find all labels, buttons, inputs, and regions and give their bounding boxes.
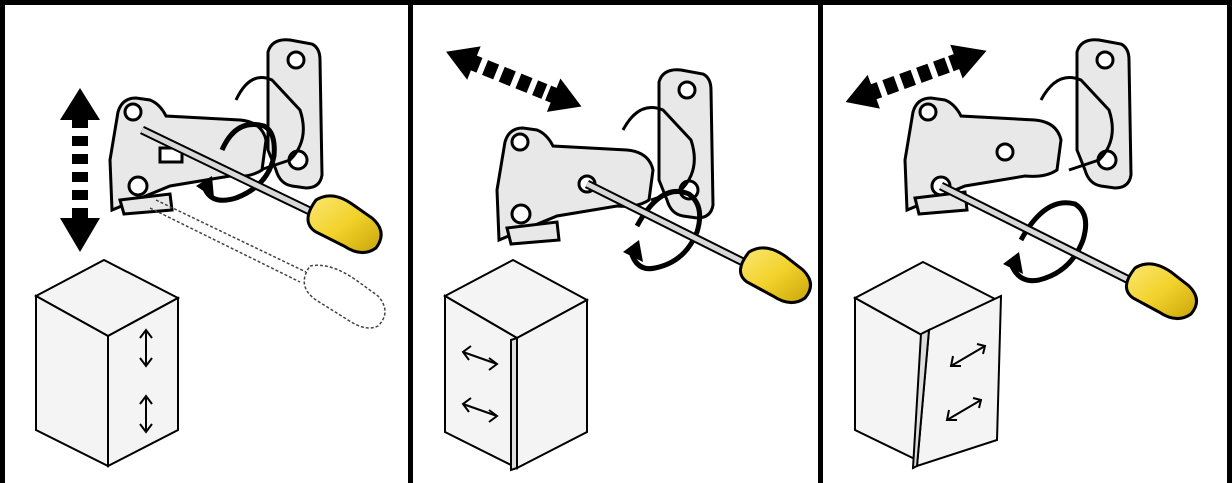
- panel-side-adjustment: [821, 0, 1232, 483]
- forward-back-arrow-icon: [439, 35, 588, 123]
- hinge-arm: [905, 98, 1061, 214]
- up-down-arrow-icon: [60, 88, 100, 252]
- panel-depth-adjustment: [411, 0, 821, 483]
- cabinet-box: [36, 260, 178, 466]
- cabinet-box: [445, 260, 587, 470]
- cabinet-box: [855, 262, 1001, 468]
- panel-vertical-adjustment: [0, 0, 411, 483]
- hinge-arm: [497, 128, 653, 244]
